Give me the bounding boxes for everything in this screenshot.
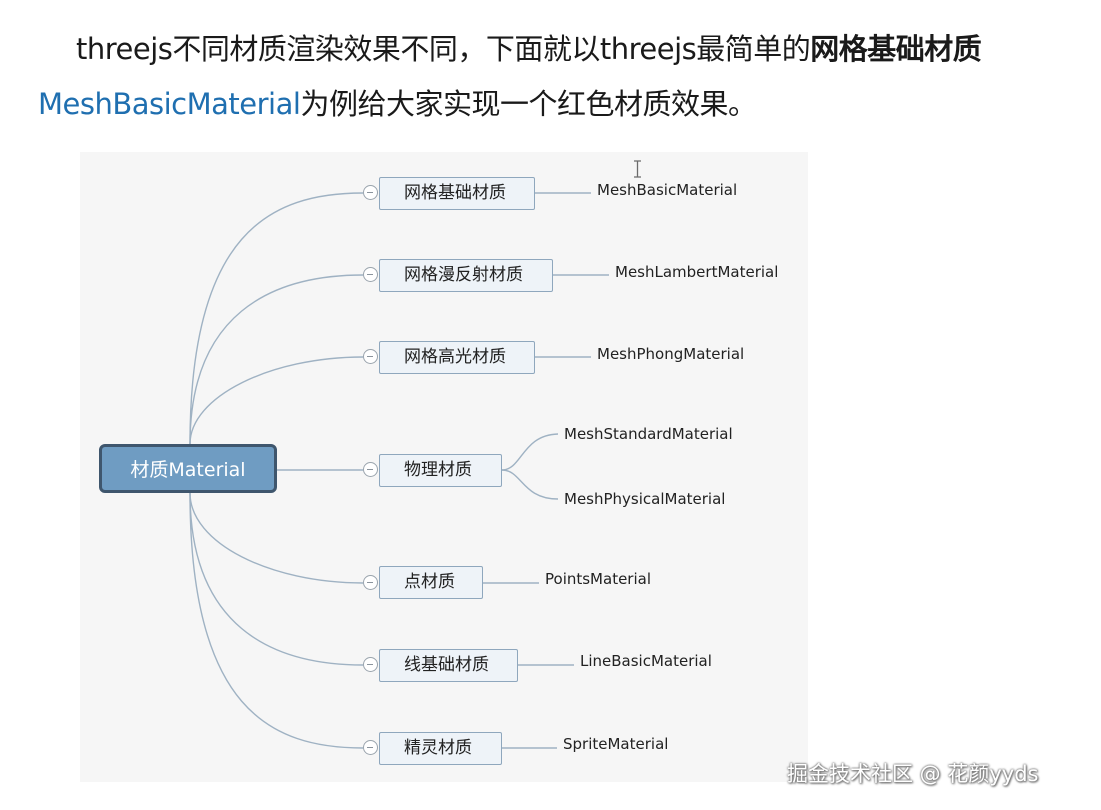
branch-node-label: 物理材质 bbox=[404, 460, 472, 480]
text-cursor-icon bbox=[634, 160, 641, 178]
watermark: 掘金技术社区 @ 花颜yyds bbox=[787, 762, 1039, 786]
branch-connector bbox=[189, 492, 364, 666]
branch-node[interactable]: 物理材质 bbox=[379, 454, 502, 487]
collapse-icon[interactable] bbox=[363, 267, 378, 282]
connector-lines bbox=[189, 192, 609, 749]
intro-text: threejs不同材质渲染效果不同，下面就以threejs最简单的 bbox=[76, 32, 811, 66]
leaf-label: MeshPhysicalMaterial bbox=[564, 490, 726, 508]
branch-connector bbox=[189, 274, 364, 445]
leaf-label: SpriteMaterial bbox=[563, 735, 669, 753]
branch-node-label: 线基础材质 bbox=[404, 655, 489, 675]
collapse-icon[interactable] bbox=[363, 740, 378, 755]
branch-connector bbox=[189, 492, 364, 749]
branch-node[interactable]: 网格高光材质 bbox=[379, 341, 535, 374]
collapse-icon[interactable] bbox=[363, 349, 378, 364]
root-node: 材质Material bbox=[99, 444, 277, 493]
intro-line-1: threejs不同材质渲染效果不同，下面就以threejs最简单的网格基础材质 bbox=[38, 22, 1078, 77]
collapse-icon[interactable] bbox=[363, 657, 378, 672]
leaf-connector bbox=[501, 469, 559, 500]
branch-node-label: 网格漫反射材质 bbox=[404, 265, 523, 285]
branch-node[interactable]: 线基础材质 bbox=[379, 649, 518, 682]
leaf-label: MeshPhongMaterial bbox=[597, 345, 745, 363]
branch-node[interactable]: 网格漫反射材质 bbox=[379, 259, 553, 292]
leaf-connector bbox=[501, 433, 559, 471]
leaf-label: MeshStandardMaterial bbox=[564, 425, 733, 443]
collapse-icon[interactable] bbox=[363, 462, 378, 477]
intro-text-rest: 为例给大家实现一个红色材质效果。 bbox=[300, 87, 757, 121]
branch-connector bbox=[189, 356, 364, 445]
material-mindmap: 材质Material 网格基础材质 MeshBasicMaterial 网格漫反… bbox=[80, 152, 808, 782]
collapse-icon[interactable] bbox=[363, 185, 378, 200]
branch-node[interactable]: 点材质 bbox=[379, 566, 483, 599]
branch-node[interactable]: 精灵材质 bbox=[379, 732, 502, 765]
intro-accent-term: MeshBasicMaterial bbox=[38, 87, 301, 121]
branch-node-label: 点材质 bbox=[404, 572, 455, 592]
branch-connector bbox=[189, 192, 364, 445]
leaf-label: PointsMaterial bbox=[545, 570, 651, 588]
branch-node-label: 网格高光材质 bbox=[404, 347, 506, 367]
branch-node-label: 精灵材质 bbox=[404, 738, 472, 758]
branch-node-label: 网格基础材质 bbox=[404, 183, 506, 203]
leaf-label: MeshBasicMaterial bbox=[597, 181, 738, 199]
root-node-label: 材质Material bbox=[130, 459, 246, 481]
branch-connector bbox=[189, 492, 364, 584]
intro-bold-term: 网格基础材质 bbox=[810, 32, 982, 66]
leaf-label: LineBasicMaterial bbox=[580, 652, 712, 670]
intro-line-2: MeshBasicMaterial为例给大家实现一个红色材质效果。 bbox=[38, 77, 1078, 132]
intro-paragraph: threejs不同材质渲染效果不同，下面就以threejs最简单的网格基础材质 … bbox=[38, 22, 1078, 132]
collapse-icon[interactable] bbox=[363, 575, 378, 590]
branch-node[interactable]: 网格基础材质 bbox=[379, 177, 535, 210]
leaf-label: MeshLambertMaterial bbox=[615, 263, 779, 281]
